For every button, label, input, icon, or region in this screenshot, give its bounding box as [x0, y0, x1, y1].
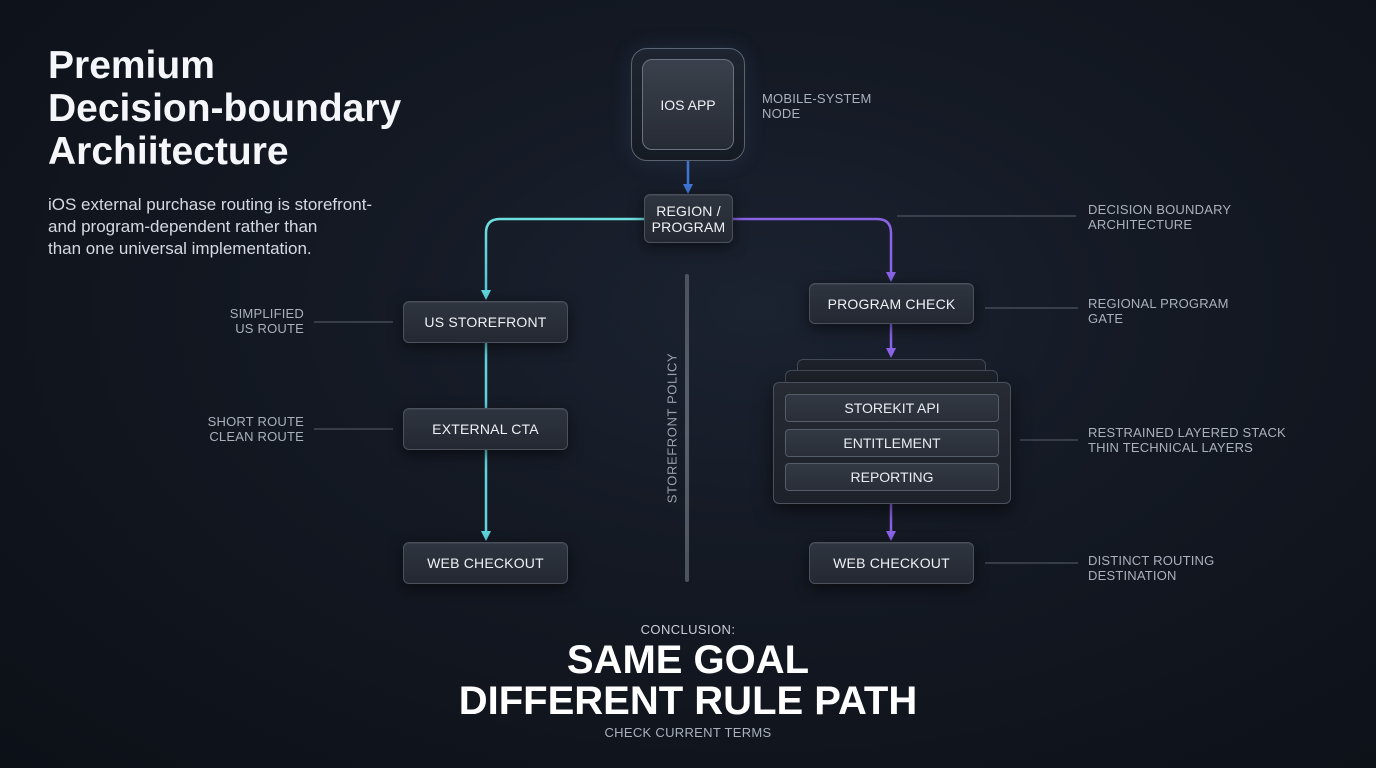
page-subtitle: iOS external purchase routing is storefr… [48, 194, 428, 260]
region-program-node: REGION / PROGRAM [644, 194, 733, 243]
annotation-layered-stack: RESTRAINED LAYERED STACK THIN TECHNICAL … [1088, 425, 1286, 455]
external-cta-node: EXTERNAL CTA [403, 408, 568, 450]
annotation-line: REGIONAL PROGRAM [1088, 296, 1229, 311]
program-check-label: PROGRAM CHECK [827, 295, 956, 312]
annotation-regional-program: REGIONAL PROGRAM GATE [1088, 296, 1229, 326]
region-program-label: REGION / [656, 202, 721, 219]
page-title: Premium Decision-boundary Archiitecture [48, 44, 448, 173]
region-to-program-arrow [733, 217, 896, 282]
annotation-line: MOBILE-SYSTEM [762, 91, 872, 106]
annotation-line: SHORT ROUTE [207, 414, 304, 429]
title-line: Archiitecture [48, 130, 289, 173]
annotation-line: DESTINATION [1088, 568, 1177, 583]
annotation-simplified-us-route: SIMPLIFIED US ROUTE [184, 306, 304, 336]
web-checkout-left-label: WEB CHECKOUT [427, 555, 544, 571]
annotation-line: SIMPLIFIED [229, 306, 304, 321]
annotation-distinct-routing: DISTINCT ROUTING DESTINATION [1088, 553, 1214, 583]
web-checkout-left-node: WEB CHECKOUT [403, 542, 568, 584]
storefront-policy-divider [685, 274, 689, 582]
annotation-line: CLEAN ROUTE [209, 429, 304, 444]
stack-layer-label: ENTITLEMENT [843, 435, 941, 451]
stack-layer-reporting: REPORTING [785, 463, 999, 491]
title-line: Premium [48, 44, 215, 87]
storefront-policy-text: STOREFRONT POLICY [664, 352, 680, 504]
program-check-node: PROGRAM CHECK [809, 283, 974, 324]
conclusion-line: SAME GOAL [566, 638, 810, 682]
annotation-line: DISTINCT ROUTING [1088, 553, 1215, 568]
annotation-mobile-system: MOBILE-SYSTEM NODE [762, 91, 872, 121]
annotation-line: DECISION BOUNDARY [1088, 202, 1232, 217]
region-program-label: PROGRAM [651, 218, 726, 235]
external-cta-label: EXTERNAL CTA [432, 421, 539, 437]
stack-layer-label: STOREKIT API [844, 400, 940, 416]
stack-layer-storekit-api: STOREKIT API [785, 394, 999, 422]
region-to-us-arrow [481, 217, 644, 300]
stack-layer-label: REPORTING [850, 469, 934, 485]
conclusion-label: CONCLUSION: [640, 622, 736, 637]
web-checkout-right-node: WEB CHECKOUT [809, 542, 974, 584]
us-storefront-label: US STOREFRONT [424, 314, 547, 330]
ios-app-label: IOS APP [660, 96, 716, 113]
stack-layer-entitlement: ENTITLEMENT [785, 429, 999, 457]
annotation-line: ARCHITECTURE [1088, 217, 1193, 232]
conclusion-footnote: CHECK CURRENT TERMS [604, 725, 772, 740]
conclusion-line: DIFFERENT RULE PATH [458, 679, 918, 723]
subtitle-line: iOS external purchase routing is storefr… [48, 195, 373, 214]
annotation-line: THIN TECHNICAL LAYERS [1088, 440, 1254, 455]
annotation-short-route: SHORT ROUTE CLEAN ROUTE [184, 414, 304, 444]
web-checkout-right-label: WEB CHECKOUT [833, 555, 950, 571]
annotation-line: GATE [1088, 311, 1124, 326]
annotation-line: RESTRAINED LAYERED STACK [1088, 425, 1286, 440]
annotation-decision-boundary: DECISION BOUNDARY ARCHITECTURE [1088, 202, 1231, 232]
annotation-line: US ROUTE [235, 321, 304, 336]
subtitle-line: than one universal implementation. [48, 239, 312, 258]
conclusion-headline: SAME GOAL DIFFERENT RULE PATH [388, 640, 988, 722]
subtitle-line: and program-dependent rather than [48, 217, 318, 236]
us-storefront-node: US STOREFRONT [403, 301, 568, 343]
ios-app-node: IOS APP [642, 59, 734, 150]
title-line: Decision-boundary [48, 87, 402, 130]
annotation-line: NODE [762, 106, 801, 121]
